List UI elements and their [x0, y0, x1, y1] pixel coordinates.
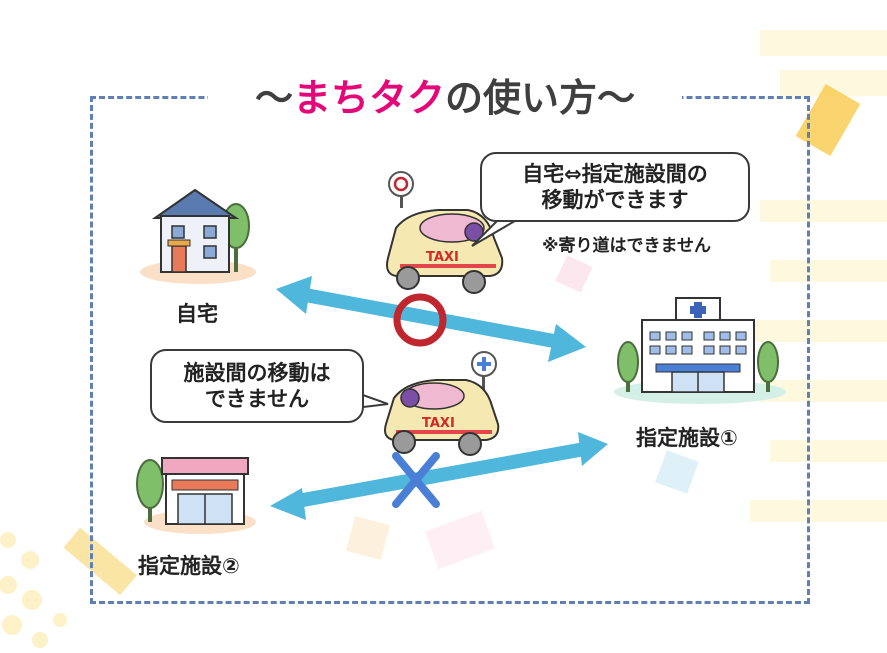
bubble-denied-line2: できません	[184, 386, 331, 412]
bubble-allowed-line2: 移動ができます	[522, 187, 708, 213]
bubble-allowed-line1: 自宅⇔指定施設間の	[522, 161, 708, 187]
taxi-sign-label: TAXI	[422, 416, 455, 431]
facility2-label: 指定施設②	[138, 550, 240, 580]
hospital-icon	[614, 298, 786, 404]
page-title: 〜まちタクの使い方〜	[208, 74, 682, 122]
home-label: 自宅	[176, 298, 218, 328]
detour-note: ※寄り道はできません	[542, 231, 711, 256]
taxi-sign-label: TAXI	[426, 250, 459, 265]
shop-icon	[137, 458, 256, 534]
house-icon	[140, 190, 256, 284]
double-arrow-denied	[270, 432, 608, 520]
title-accent: まちタク	[293, 76, 445, 120]
speech-bubble-denied: 施設間の移動は できません	[150, 349, 364, 423]
taxi-icon: TAXI	[385, 352, 498, 455]
speech-bubble-allowed: 自宅⇔指定施設間の 移動ができます	[480, 152, 750, 222]
bubble-denied-line1: 施設間の移動は	[184, 360, 331, 386]
facility1-label: 指定施設①	[636, 422, 738, 452]
